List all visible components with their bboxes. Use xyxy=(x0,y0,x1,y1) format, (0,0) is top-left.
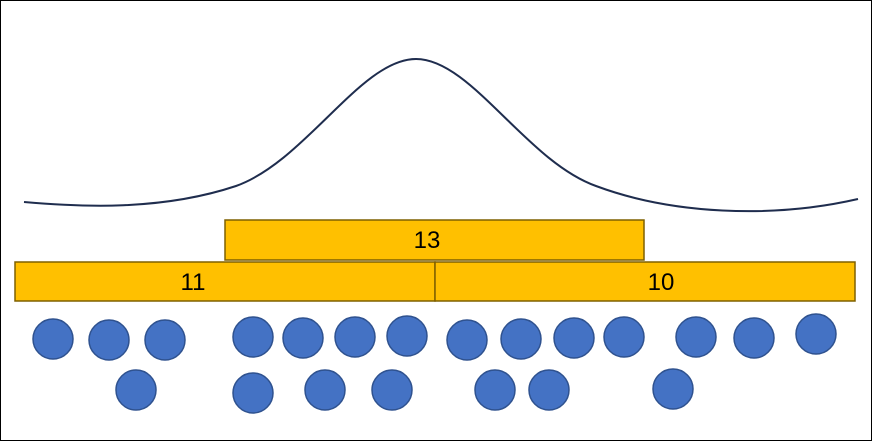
circle xyxy=(500,318,542,360)
top-bar-label: 13 xyxy=(414,227,441,254)
bottom-right-bar: 10 xyxy=(434,261,856,302)
circle xyxy=(232,316,274,358)
bottom-right-bar-label: 10 xyxy=(648,269,675,296)
bottom-right-bar-rect xyxy=(434,261,856,302)
circle xyxy=(446,319,488,361)
circle xyxy=(553,317,595,359)
circle xyxy=(675,316,717,358)
circle xyxy=(304,369,346,411)
circle xyxy=(733,317,775,359)
circle xyxy=(32,318,74,360)
circle xyxy=(528,369,570,411)
circle xyxy=(282,317,324,359)
circle xyxy=(795,313,837,355)
bottom-left-bar-label: 11 xyxy=(181,269,206,296)
circle xyxy=(474,369,516,411)
circle xyxy=(603,316,645,358)
bottom-left-bar: 11 xyxy=(14,261,436,302)
top-bar: 13 xyxy=(224,219,645,261)
circle xyxy=(88,319,130,361)
bottom-left-bar-rect xyxy=(14,261,436,302)
circle xyxy=(334,316,376,358)
bell-curve xyxy=(23,57,859,213)
top-bar-rect xyxy=(224,219,645,261)
circle xyxy=(386,315,428,357)
circle xyxy=(144,319,186,361)
circle xyxy=(652,368,694,410)
circle xyxy=(232,372,274,414)
circle xyxy=(371,369,413,411)
circle xyxy=(115,369,157,411)
